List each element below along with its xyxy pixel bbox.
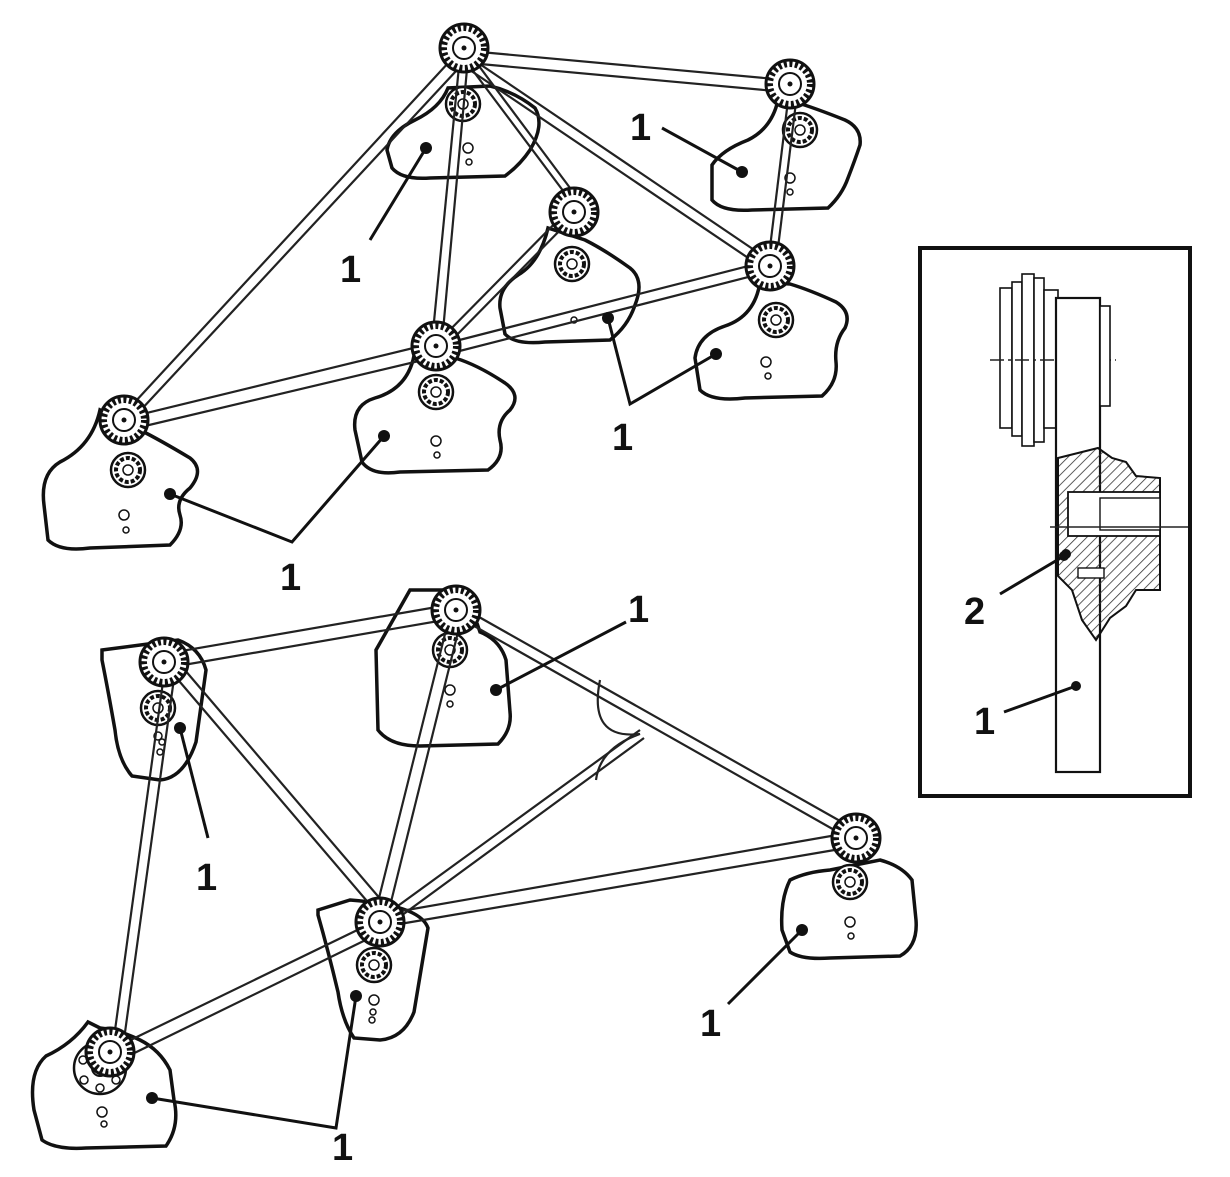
disc-plate — [693, 280, 849, 401]
label-disc: 1 — [332, 1127, 353, 1169]
plate-markings — [96, 684, 856, 1128]
rotor-hub — [356, 898, 404, 946]
label-disc: 1 — [280, 557, 301, 599]
rotor-hub — [550, 188, 598, 236]
label-disc: 1 — [700, 1003, 721, 1045]
disc-plate — [779, 858, 918, 961]
rotor-hub — [86, 1028, 134, 1076]
label-disc: 1 — [630, 107, 651, 149]
detail-inset: 2 1 — [918, 246, 1192, 798]
gear-hub-icon — [355, 946, 393, 984]
plate-markings — [118, 142, 796, 534]
gear-hub-icon — [757, 301, 795, 339]
label-disc: 1 — [628, 589, 649, 631]
label-disc: 1 — [196, 857, 217, 899]
rotor-hub — [440, 24, 488, 72]
gear-hub-icon — [831, 863, 869, 901]
gear-hub-icon — [781, 111, 819, 149]
lower-rotor-assembly: 1 1 1 1 — [30, 586, 918, 1169]
upper-disc-plates — [41, 84, 862, 551]
upper-frame — [121, 47, 800, 432]
upper-rotor-assembly: 1 1 1 1 — [41, 24, 862, 599]
rotor-hub — [140, 638, 188, 686]
lower-disc-plates — [30, 588, 918, 1151]
label-disc: 1 — [974, 701, 995, 743]
lower-leaders — [146, 620, 808, 1130]
pulley-stack — [990, 273, 1116, 447]
lower-frame — [109, 602, 859, 1063]
gear-hub-icon — [417, 373, 455, 411]
rotor-hub — [412, 322, 460, 370]
rotor-hub — [766, 60, 814, 108]
rotor-hub — [432, 586, 480, 634]
rotor-hub — [100, 396, 148, 444]
gear-hub-icon — [553, 245, 591, 283]
disc-plate — [710, 98, 862, 213]
gear-hub-icon — [109, 451, 147, 489]
inset-leaders — [999, 551, 1081, 714]
upper-leaders — [164, 126, 748, 544]
disc-plate — [352, 347, 517, 475]
label-disc: 1 — [340, 249, 361, 291]
disc-plate — [498, 225, 641, 345]
rotor-hub — [832, 814, 880, 862]
rotor-hub — [746, 242, 794, 290]
label-disc: 1 — [612, 417, 633, 459]
label-seal: 2 — [964, 591, 985, 633]
hub-housing-section — [1050, 446, 1188, 642]
